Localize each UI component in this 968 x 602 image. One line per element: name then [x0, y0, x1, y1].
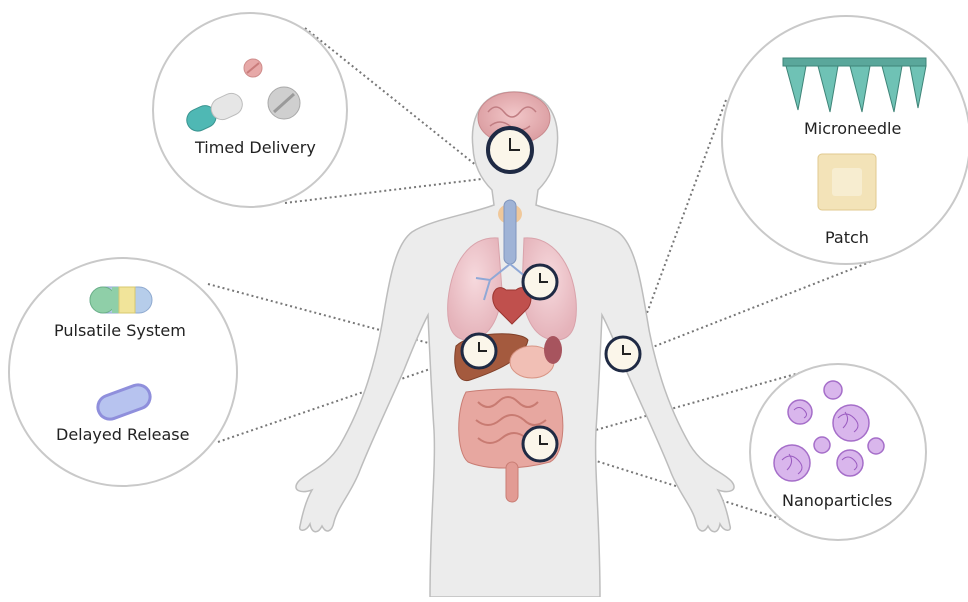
clock-icon-arm [606, 337, 640, 371]
nanoparticle-icon [868, 438, 884, 454]
pulsatile-capsule-icon [90, 287, 152, 313]
nanoparticle-icon [814, 437, 830, 453]
label-microneedle: Microneedle [804, 119, 901, 138]
connector-microneedle-bottom [640, 258, 880, 352]
clock-icon-brain [488, 128, 532, 172]
connector-microneedle-top [637, 100, 726, 340]
callout-timed-delivery [153, 13, 347, 207]
nanoparticle-icon [774, 445, 810, 481]
rectum [506, 462, 518, 502]
tablet-icon-large [268, 87, 300, 119]
label-timed-delivery: Timed Delivery [195, 138, 316, 157]
kidney [544, 336, 562, 364]
nanoparticle-icon [824, 381, 842, 399]
nanoparticle-icon [788, 400, 812, 424]
label-nanoparticles: Nanoparticles [782, 491, 892, 510]
clock-icon-liver [462, 334, 496, 368]
label-patch: Patch [825, 228, 869, 247]
clock-icon-heart [523, 265, 557, 299]
callout-microneedle-patch [722, 16, 968, 264]
clock-icon-intestine [523, 427, 557, 461]
connector-delayed [218, 358, 462, 442]
nanoparticle-icon [833, 405, 869, 441]
label-delayed-release: Delayed Release [56, 425, 189, 444]
tablet-icon-small [244, 59, 262, 77]
nanoparticle-icon [837, 450, 863, 476]
trachea [504, 200, 516, 264]
patch-icon [818, 154, 876, 210]
label-pulsatile-system: Pulsatile System [54, 321, 186, 340]
